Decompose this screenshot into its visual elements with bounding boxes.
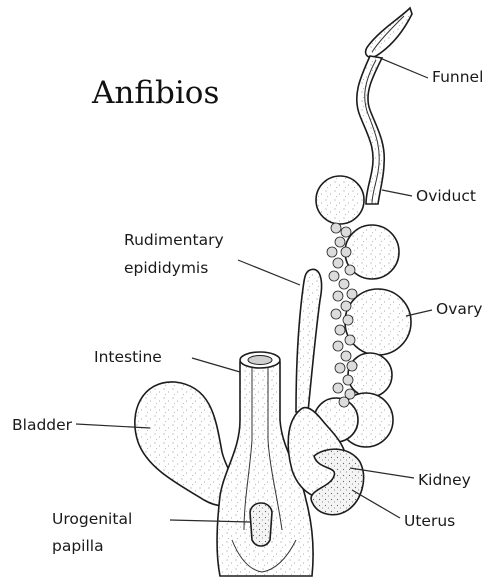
label-funnel: Funnel: [432, 68, 483, 86]
label-papilla: papilla: [52, 537, 104, 555]
label-intestine: Intestine: [94, 348, 162, 366]
label-kidney: Kidney: [418, 471, 471, 489]
rudimentary-epididymis: [296, 269, 322, 412]
oviduct-tube: [357, 56, 385, 204]
label-bladder: Bladder: [12, 416, 73, 434]
ovary-cluster: [314, 176, 411, 447]
label-uterus: Uterus: [404, 512, 455, 530]
label-ovary: Ovary: [436, 300, 482, 318]
diagram-title: Anfibios: [91, 75, 219, 111]
funnel-structure: [366, 8, 412, 57]
label-oviduct: Oviduct: [416, 187, 476, 205]
label-epididymis: epididymis: [124, 259, 208, 277]
label-urogenital: Urogenital: [52, 510, 132, 528]
label-rudimentary: Rudimentary: [124, 231, 224, 249]
